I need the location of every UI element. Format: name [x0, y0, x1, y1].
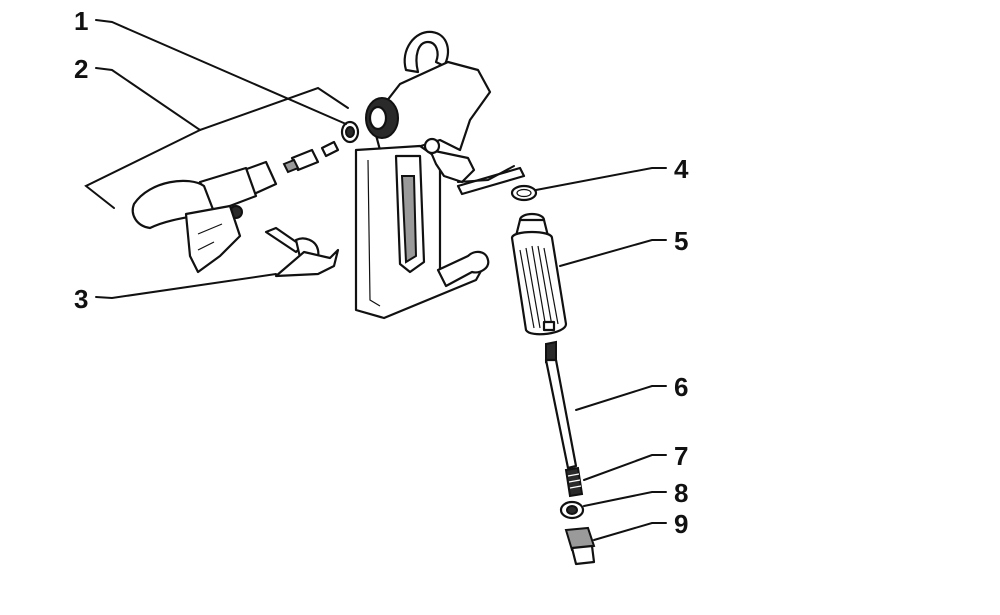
o-ring-part-4 — [510, 184, 538, 202]
leader-4 — [535, 167, 667, 191]
callout-9: 9 — [674, 509, 688, 539]
callout-4: 4 — [674, 154, 689, 184]
leader-9 — [593, 522, 667, 541]
callout-5: 5 — [674, 226, 688, 256]
hose-connector-line — [457, 165, 515, 183]
hose-fitting-part-9 — [564, 526, 596, 566]
filter-rod-part-6 — [544, 340, 578, 470]
leader-lines — [84, 19, 667, 541]
callout-2: 2 — [74, 54, 88, 84]
leader-8 — [583, 491, 667, 507]
spring-part-7 — [564, 466, 584, 498]
leader-5 — [559, 239, 667, 267]
callout-6: 6 — [674, 372, 688, 402]
gun-body — [354, 30, 526, 320]
callout-1: 1 — [74, 6, 88, 36]
leader-7 — [583, 454, 667, 481]
leader-3 — [95, 273, 277, 300]
leader-2 — [95, 67, 349, 132]
callout-numbers: 1 2 3 4 5 6 7 8 9 — [74, 6, 689, 539]
tip-guard-assembly-part-2 — [131, 140, 340, 274]
leader-6 — [575, 385, 667, 411]
reversible-tip-part-3 — [264, 226, 340, 278]
leader-1 — [95, 19, 347, 125]
leader-2b — [84, 129, 201, 209]
callout-7: 7 — [674, 441, 688, 471]
callout-8: 8 — [674, 478, 688, 508]
callout-3: 3 — [74, 284, 88, 314]
seal-washer-part-1 — [340, 120, 360, 144]
filter-housing-part-5 — [510, 212, 568, 336]
washer-part-8 — [559, 500, 585, 520]
